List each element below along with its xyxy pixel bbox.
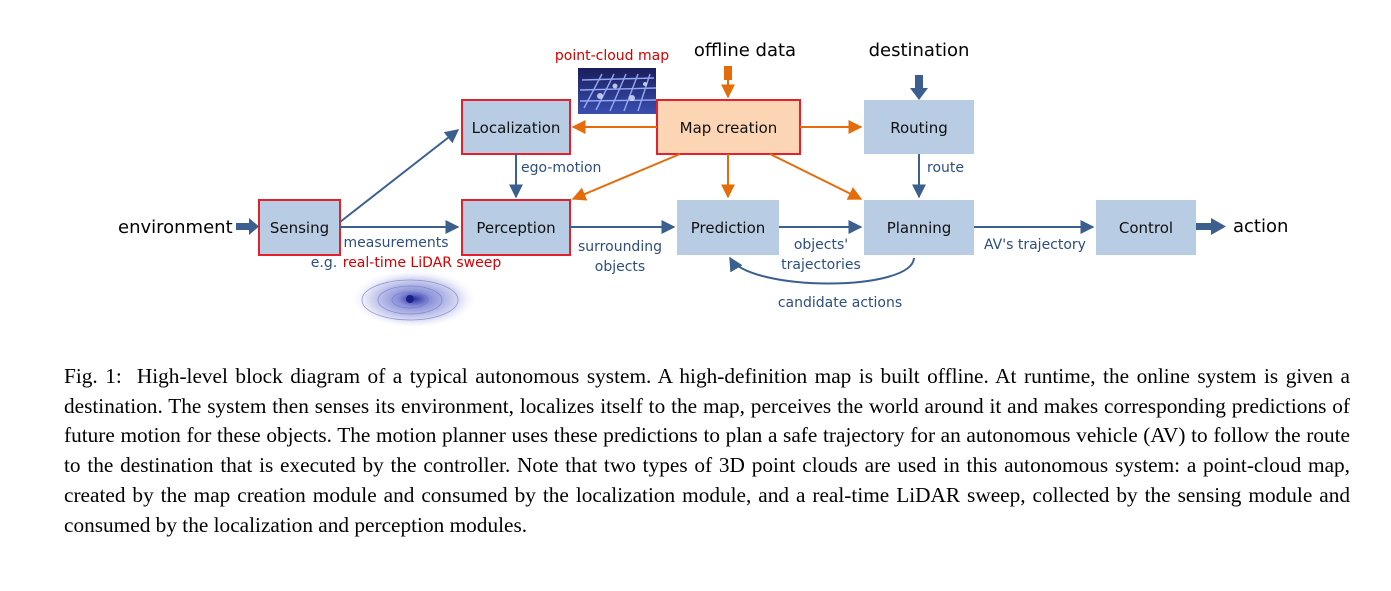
block-diagram: Sensing Localization Map creation Routin… — [118, 40, 1288, 326]
box-routing: Routing — [864, 100, 974, 154]
label-action: action — [1233, 216, 1288, 237]
box-routing-label: Routing — [890, 119, 948, 137]
label-av-trajectory: AV's trajectory — [984, 237, 1086, 253]
label-route: route — [927, 160, 964, 176]
box-perception: Perception — [461, 199, 571, 256]
label-offline-data: offline data — [694, 40, 796, 61]
box-perception-label: Perception — [476, 219, 555, 237]
figure-caption: Fig. 1: High-level block diagram of a ty… — [64, 362, 1350, 540]
box-localization-label: Localization — [472, 119, 561, 137]
label-environment: environment — [118, 217, 233, 238]
box-prediction: Prediction — [677, 200, 779, 255]
box-planning: Planning — [864, 200, 974, 255]
label-realtime-lidar: real-time LiDAR sweep — [343, 255, 502, 271]
box-map-creation: Map creation — [656, 99, 801, 155]
box-control: Control — [1096, 200, 1196, 255]
label-ego-motion: ego-motion — [521, 160, 601, 176]
label-objects-traj-2: trajectories — [781, 257, 861, 273]
box-localization: Localization — [461, 99, 571, 155]
label-surrounding-1: surrounding — [578, 239, 662, 255]
box-control-label: Control — [1119, 219, 1173, 237]
caption-prefix: Fig. 1: — [64, 364, 122, 388]
box-map-creation-label: Map creation — [680, 119, 778, 137]
label-measurements: measurements — [344, 235, 449, 251]
point-cloud-map-image — [578, 68, 657, 114]
label-destination: destination — [869, 40, 970, 61]
caption-text: High-level block diagram of a typical au… — [64, 364, 1350, 537]
label-surrounding-2: objects — [595, 259, 645, 275]
label-eg: e.g. — [311, 255, 337, 271]
lidar-sweep-image — [350, 266, 478, 326]
box-prediction-label: Prediction — [691, 219, 766, 237]
label-point-cloud-map: point-cloud map — [555, 48, 669, 64]
box-sensing: Sensing — [258, 199, 341, 256]
label-candidate-actions: candidate actions — [778, 295, 902, 311]
box-sensing-label: Sensing — [270, 219, 329, 237]
label-objects-traj-1: objects' — [794, 237, 848, 253]
box-planning-label: Planning — [887, 219, 952, 237]
